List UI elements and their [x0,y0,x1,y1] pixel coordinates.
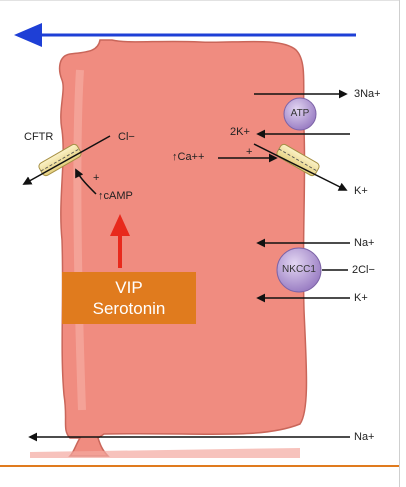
nkcc1-label: NKCC1 [282,264,316,275]
plus-camp-label: + [93,172,100,184]
ca-label: ↑Ca++ [172,151,205,163]
atp-pump [283,97,317,131]
nkcc-k-label: K+ [354,292,368,304]
cftr-label: CFTR [24,131,54,143]
k-efflux-arrow [253,143,348,191]
cell-highlight [73,69,86,411]
cl-efflux-arrow [22,135,111,185]
nkcc-cl-label: 2Cl− [352,264,375,276]
epithelial-cell [58,39,308,457]
two-k-label: 2K+ [230,126,250,138]
three-na-label: 3Na+ [354,88,381,100]
nkcc1-cotransporter [276,247,322,293]
stimulus-line-vip: VIP [115,278,143,297]
camp-label: ↑cAMP [98,190,133,202]
k-out-label: K+ [354,185,368,197]
camp-stim-arrow [75,168,97,195]
stimulus-arrowhead [110,214,130,236]
luminal-flow-arrowhead [14,23,42,47]
plus-ca-label: + [246,146,253,158]
stimulus-line-serotonin: Serotonin [92,299,166,318]
k-channel [276,143,320,177]
cftr-channel [38,143,82,177]
nkcc-na-label: Na+ [354,237,375,249]
right-border [399,0,400,487]
cl-label: Cl− [118,131,135,143]
paracellular-na-label: Na+ [354,431,375,443]
bottom-cell-base [30,448,300,458]
atp-label: ATP [290,108,310,119]
stimulus-box: VIP Serotonin [62,272,196,324]
top-border [0,0,399,1]
